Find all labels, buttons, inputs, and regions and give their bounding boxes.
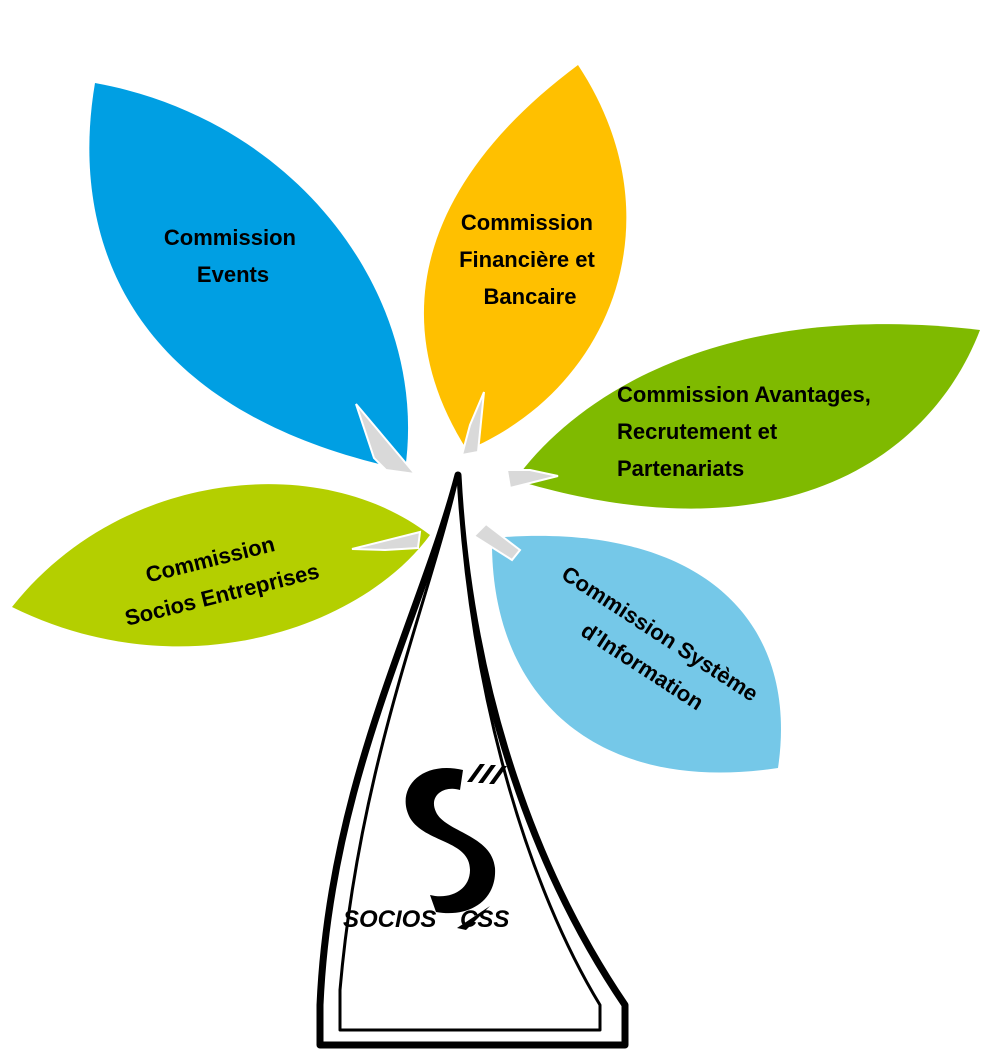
stem: [316, 471, 629, 1049]
logo-slash-1: [467, 764, 485, 782]
logo-slash-2: [478, 765, 496, 783]
petal-events-shape: [89, 83, 409, 470]
logo-text-left: SOCIOS: [343, 906, 436, 933]
petal-avantages-line-3: Partenariats: [617, 456, 744, 481]
petal-financiere-line-1: Commission: [461, 210, 593, 235]
petal-events-line-2: Events: [197, 262, 269, 287]
petal-avantages-line-1: Commission Avantages,: [617, 382, 871, 407]
petal-socios: Commission Socios Entreprises: [12, 484, 430, 647]
logo-s-mark: [405, 768, 496, 914]
logo-swoosh: [457, 906, 490, 930]
petal-financiere: Commission Financière et Bancaire: [423, 65, 627, 457]
arrow-socios: [351, 530, 422, 552]
petal-financiere-line-3: Bancaire: [484, 284, 577, 309]
socios-css-logo: SOCIOS CSS: [343, 764, 509, 933]
petal-systeme: Commission Système d’Information: [472, 522, 781, 773]
logo-text-right: CSS: [460, 906, 509, 933]
arrow-financiere: [460, 391, 485, 457]
logo-slash-3: [489, 766, 507, 784]
petal-events: Commission Events: [89, 83, 418, 476]
petal-avantages-shape: [515, 324, 980, 509]
petal-financiere-line-2: Financière et: [459, 247, 595, 272]
petal-avantages-label: Commission Avantages, Recrutement et Par…: [617, 382, 877, 481]
petal-events-line-1: Commission: [164, 225, 296, 250]
petal-events-label: Commission Events: [164, 225, 302, 287]
petal-financiere-label: Commission Financière et Bancaire: [459, 210, 601, 309]
petal-financiere-shape: [423, 65, 627, 450]
petal-avantages: Commission Avantages, Recrutement et Par…: [505, 324, 980, 509]
petal-systeme-shape: [491, 535, 781, 773]
petal-socios-shape: [12, 484, 430, 647]
stem-inner-line: [338, 473, 602, 1032]
arrow-avantages: [505, 469, 559, 490]
arrow-systeme: [472, 522, 522, 562]
petal-avantages-line-2: Recrutement et: [617, 419, 778, 444]
arrow-events: [355, 403, 418, 476]
